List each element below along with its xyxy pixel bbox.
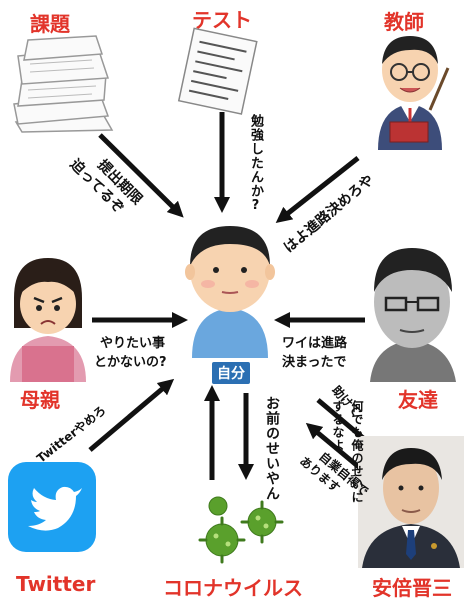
label-hahaoya: 母親 [20, 388, 60, 412]
arrow-kyoshi-to-jibun [275, 156, 360, 223]
label-test: テスト [192, 8, 252, 32]
arrow-twitter-to-jibun [88, 378, 175, 452]
mother-illustration-icon [10, 258, 86, 382]
label-twitter: Twitter [16, 572, 96, 596]
teacher-illustration-icon [378, 36, 450, 150]
label-corona: コロナウイルス [163, 576, 303, 600]
msg-corona-to-jibun: お前のせいやん [264, 396, 280, 501]
label-abe: 安倍晋三 [372, 576, 452, 600]
label-kyoshi: 教師 [384, 10, 424, 34]
msg-hahaoya-line2: とかないの? [94, 355, 167, 370]
test-paper-icon [177, 27, 258, 115]
friend-illustration-icon [370, 248, 456, 382]
label-tomodachi: 友達 [398, 388, 438, 412]
self-label: 自分 [212, 362, 250, 384]
msg-jibun-to-corona-line2: するなよ [331, 400, 345, 452]
self-boy-icon [185, 226, 275, 358]
msg-hahaoya-line1: やりたい事 [100, 336, 166, 351]
msg-tomodachi-line2: 決まったで [282, 355, 347, 370]
msg-jibun-to-corona: 何でも俺のせいに するなよ [160, 400, 366, 504]
arrow-kadai-to-jibun [98, 133, 184, 218]
abe-photo-icon [358, 436, 464, 568]
msg-tomodachi: ワイは進路 決まったで [282, 334, 347, 372]
twitter-logo-icon [8, 462, 96, 552]
papers-pile-icon [13, 35, 114, 133]
virus-icon [198, 496, 284, 564]
msg-hahaoya: やりたい事 とかないの? [94, 334, 167, 372]
msg-jibun-to-corona-line1: 何でも俺のせいに [350, 400, 364, 504]
label-kadai: 課題 [30, 12, 70, 36]
msg-tomodachi-line1: ワイは進路 [282, 336, 348, 351]
msg-test: 勉強したんか? [248, 114, 263, 214]
